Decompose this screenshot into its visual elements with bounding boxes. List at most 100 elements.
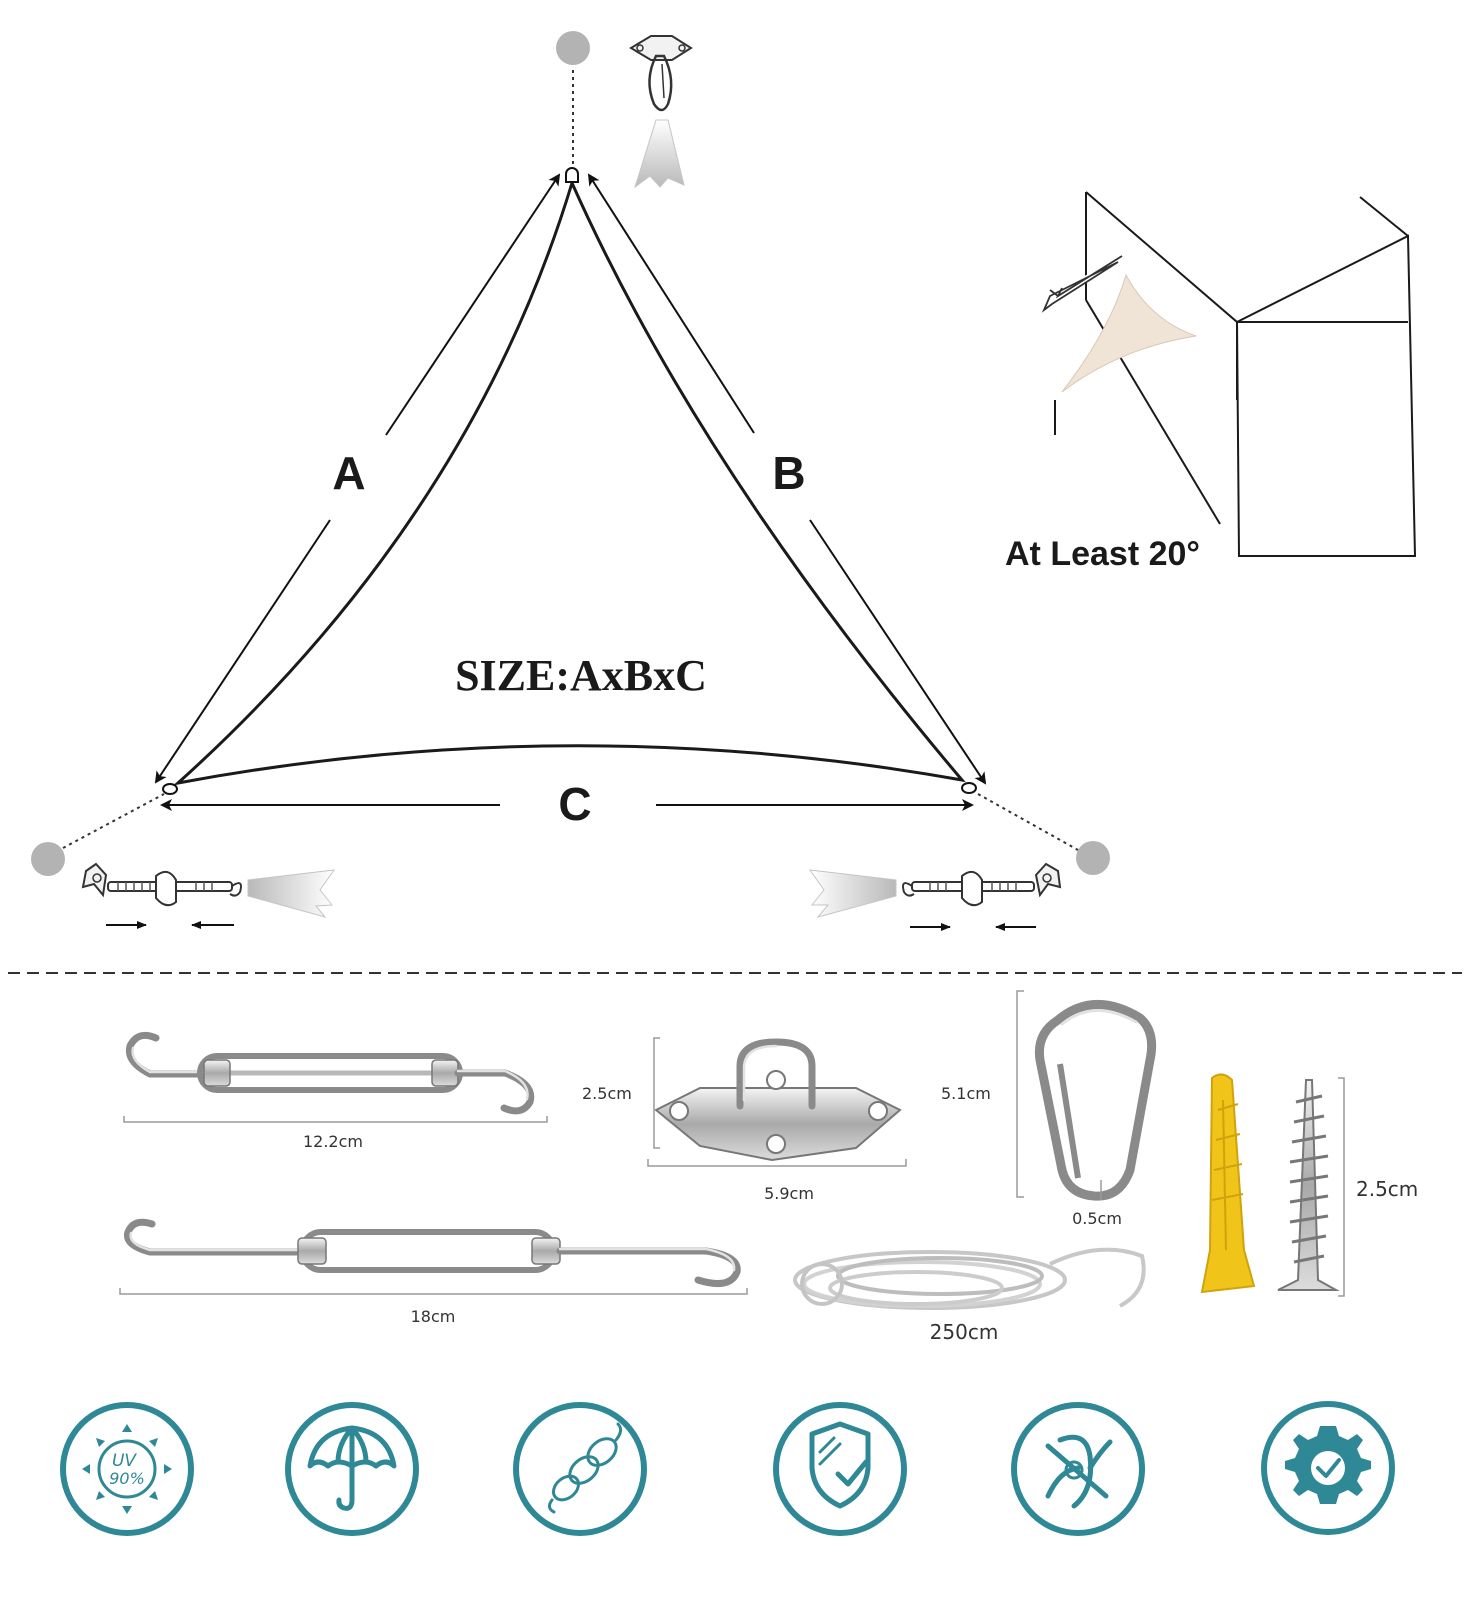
screw-hole xyxy=(669,1101,689,1121)
size-label: SIZE:AxBxC xyxy=(455,651,707,700)
sun-core xyxy=(97,1439,157,1499)
pad-eye-plate-right xyxy=(1034,862,1062,898)
uv-percent-label: 90% xyxy=(109,1469,145,1488)
uv-label: UV xyxy=(112,1451,137,1471)
umbrella-icon xyxy=(285,1402,419,1536)
slope-angle-note: At Least 20° xyxy=(1005,535,1200,573)
rope-coil-1 xyxy=(551,1474,581,1502)
triangle-sail-diagram: A B C SIZE:AxBxC xyxy=(31,31,1110,876)
gear-check-icon xyxy=(1261,1401,1395,1535)
screw-hole xyxy=(868,1101,888,1121)
check-mark xyxy=(1316,1458,1341,1478)
dimension-arrow-b-upper xyxy=(587,173,755,434)
screw-thread xyxy=(1289,1094,1329,1264)
rope-loop xyxy=(802,1260,1042,1308)
pad-eye-loop xyxy=(736,1038,816,1110)
screw-length: 2.5cm xyxy=(1356,1177,1418,1201)
screw-hole xyxy=(636,44,644,52)
umbrella-handle xyxy=(336,1463,355,1511)
rope-length: 250cm xyxy=(930,1320,999,1344)
wall-anchor-and-screw: 2.5cm xyxy=(1200,1073,1418,1297)
rope-tail xyxy=(547,1422,623,1514)
hook-right-highlight xyxy=(558,1247,736,1272)
carabiner-length: 5.1cm xyxy=(941,1084,991,1103)
dimension-line xyxy=(123,1116,548,1123)
sail-corner-left xyxy=(247,869,336,918)
hand-turning-right xyxy=(961,870,983,907)
turnbuckle-thread xyxy=(929,882,1017,891)
turnbuckle-body xyxy=(299,1229,557,1273)
carabiner-hook: 5.1cm 0.5cm xyxy=(941,990,1157,1228)
pad-eye-loop-highlight xyxy=(742,1044,778,1102)
crossing-strand xyxy=(1057,1434,1094,1509)
shade-sail-small xyxy=(1061,273,1197,393)
pad-eye-height: 2.5cm xyxy=(582,1084,632,1103)
corner-ring-top xyxy=(565,167,579,183)
hook-left-highlight xyxy=(131,1046,207,1074)
screw-hole xyxy=(1042,873,1052,883)
icon-ring xyxy=(1261,1401,1395,1535)
turnbuckle-nut xyxy=(531,1237,561,1265)
dimension-arrow-a-upper xyxy=(385,173,561,436)
turnbuckle-large: 18cm xyxy=(119,1218,748,1326)
rope-icon xyxy=(513,1402,647,1536)
turnbuckle-small: 12.2cm xyxy=(123,1031,548,1151)
sail-corner-right xyxy=(808,869,897,918)
dimension-line xyxy=(119,1288,748,1295)
umbrella-ribs xyxy=(335,1425,369,1469)
tear-resistant-icon xyxy=(1011,1402,1145,1536)
screw-hole xyxy=(678,44,686,52)
dimension-arrow-a-lower xyxy=(154,519,331,784)
side-label-b: B xyxy=(772,447,805,499)
screw-hole xyxy=(92,873,102,883)
screw-hole xyxy=(766,1070,786,1090)
rope-loop xyxy=(793,1250,1067,1310)
icon-ring xyxy=(773,1402,907,1536)
icon-ring xyxy=(60,1402,194,1536)
carabiner-body xyxy=(1034,1000,1157,1201)
slope-arrow xyxy=(1041,255,1123,313)
icon-ring xyxy=(285,1402,419,1536)
hook-end xyxy=(229,882,242,897)
wall-anchor-plug xyxy=(1200,1073,1256,1294)
hook-left xyxy=(124,1218,309,1256)
rope-coil: 250cm xyxy=(793,1247,1146,1344)
building-outline xyxy=(1085,191,1417,557)
corner-ring-left xyxy=(162,783,178,795)
dotted-line-right xyxy=(977,793,1079,851)
pad-eye-plate: 2.5cm 5.9cm xyxy=(582,1037,907,1203)
anchor-slots xyxy=(1211,1099,1244,1251)
screw xyxy=(1277,1079,1340,1291)
icon-ring xyxy=(513,1402,647,1536)
rope-loop xyxy=(836,1256,1044,1296)
rope-end-coil xyxy=(800,1262,844,1306)
turnbuckle-nut xyxy=(203,1059,231,1087)
side-label-c: C xyxy=(558,778,591,830)
hand-turning-left xyxy=(155,870,177,907)
hook-left xyxy=(125,1031,209,1078)
anchor-point-left xyxy=(31,842,65,876)
shield-outline xyxy=(809,1421,871,1509)
fabric-lines xyxy=(1045,1439,1113,1499)
pad-eye-width: 5.9cm xyxy=(764,1184,814,1203)
shield-check-icon xyxy=(773,1402,907,1536)
sail-corner-top xyxy=(634,119,685,189)
left-tensioner-illustration xyxy=(81,862,336,929)
hook-end xyxy=(902,882,915,897)
gear-center xyxy=(1311,1451,1345,1485)
rope-coil-3 xyxy=(586,1437,618,1467)
pad-eye-plate-left xyxy=(81,862,108,898)
hook-right xyxy=(556,1247,741,1288)
knot xyxy=(1064,1460,1084,1480)
anchor-point-top xyxy=(556,31,590,65)
icon-ring xyxy=(1011,1402,1145,1536)
pad-eye-base xyxy=(654,1087,902,1162)
turnbuckle-large-length: 18cm xyxy=(411,1307,456,1326)
hook-right-highlight xyxy=(456,1069,529,1101)
side-label-a: A xyxy=(332,447,365,499)
carabiner-highlight xyxy=(1060,1009,1138,1026)
dimension-line-vertical xyxy=(653,1037,660,1149)
shield-stripes xyxy=(818,1436,842,1466)
rope-loop xyxy=(828,1270,1004,1306)
